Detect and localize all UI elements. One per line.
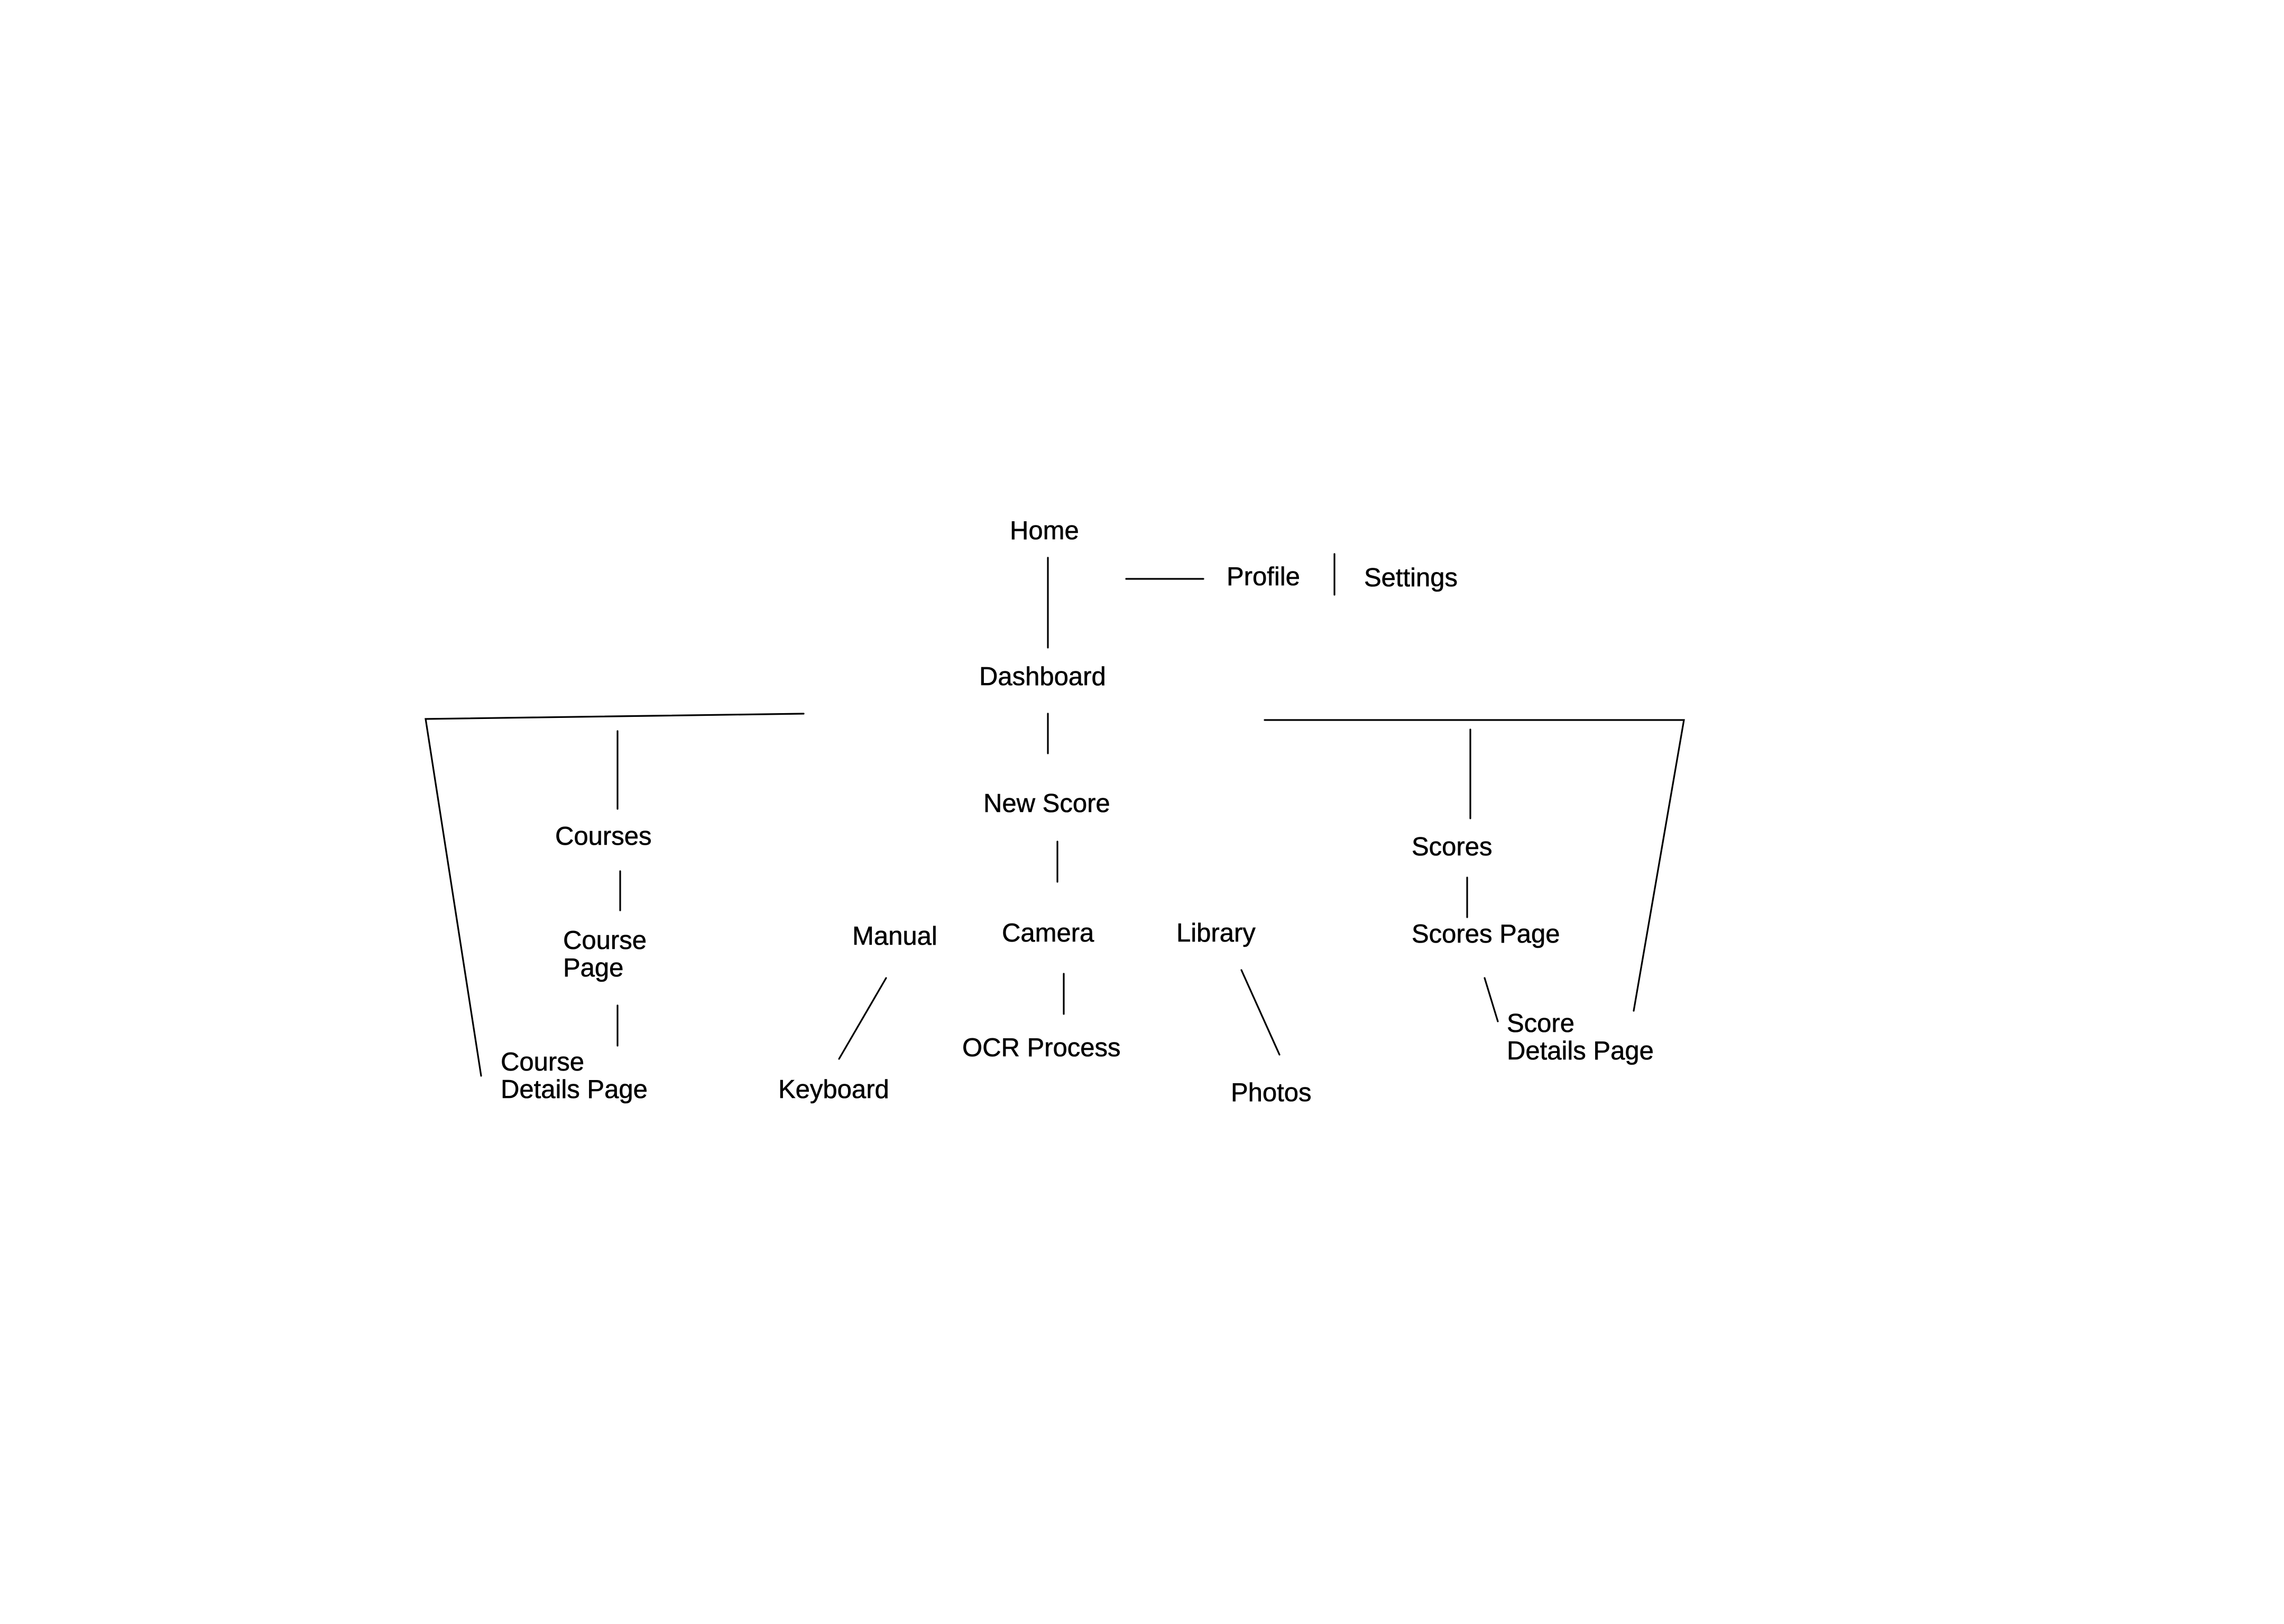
node-library: Library — [1176, 919, 1256, 947]
node-scores-page: Scores Page — [1412, 920, 1560, 948]
edge-scores-page-score-details — [1484, 977, 1499, 1022]
node-dashboard: Dashboard — [979, 662, 1106, 691]
edge-dashboard-right-bracket — [1264, 719, 1685, 1012]
node-manual: Manual — [852, 922, 937, 951]
node-course-page: Course Page — [563, 926, 654, 982]
node-courses: Courses — [555, 822, 651, 851]
node-camera: Camera — [1002, 919, 1094, 947]
node-labels: Home Profile Settings Dashboard New Scor… — [501, 516, 1654, 1108]
node-score-details-page: Score Details Page — [1507, 1009, 1654, 1065]
node-settings: Settings — [1364, 564, 1458, 592]
node-course-page-line-2: Page — [563, 954, 623, 982]
node-scores: Scores — [1412, 833, 1493, 861]
node-photos: Photos — [1231, 1078, 1312, 1107]
node-course-details-page: Course Details Page — [501, 1048, 648, 1104]
node-new-score: New Score — [983, 789, 1110, 818]
edge-dashboard-left-bracket — [425, 713, 805, 1077]
edge-manual-keyboard — [838, 977, 887, 1060]
node-score-details-line-1: Score — [1507, 1009, 1574, 1038]
node-score-details-line-2: Details Page — [1507, 1037, 1654, 1065]
node-course-page-line-1: Course — [563, 926, 647, 955]
connector-lines — [425, 553, 1685, 1077]
node-keyboard: Keyboard — [778, 1075, 889, 1104]
edge-library-photos — [1240, 969, 1281, 1056]
node-course-details-line-2: Details Page — [501, 1075, 648, 1104]
node-home: Home — [1010, 516, 1079, 545]
node-course-details-line-1: Course — [501, 1048, 584, 1076]
node-ocr-process: OCR Process — [962, 1034, 1121, 1062]
node-profile: Profile — [1227, 562, 1300, 591]
